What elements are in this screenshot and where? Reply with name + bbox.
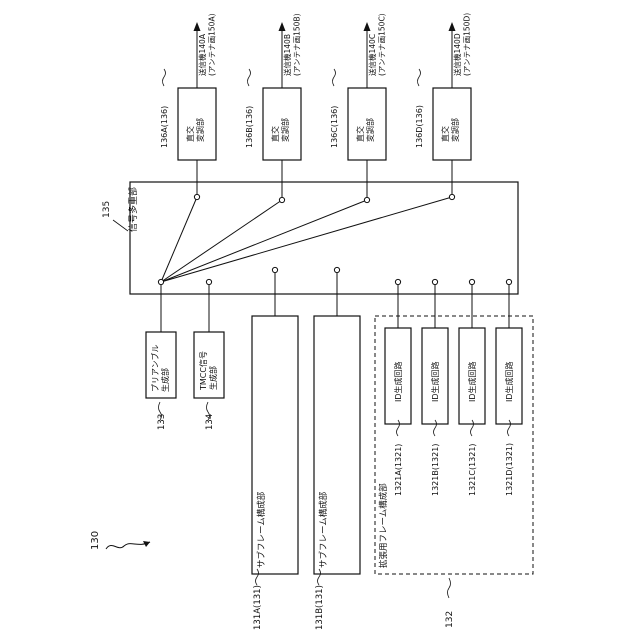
signal-mux-label: 信号多重部 <box>127 187 139 232</box>
modulator-a: 直交変調部 送信機140A(アンテナ画150A) 136A(136) <box>160 13 216 199</box>
tmcc-ref: 134 <box>205 414 215 430</box>
id-circuit-label: ID生成回路 <box>430 361 440 402</box>
modulator-ref: 136A(136) <box>160 106 169 148</box>
id-circuit-c: ID生成回路 1321C(1321) <box>459 279 485 496</box>
subframe-label: サブフレーム構成部 <box>256 491 267 568</box>
subframe-builder-b: サブフレーム構成部 131B(131) <box>314 267 360 630</box>
modulator-port <box>449 194 454 199</box>
ext-frame-ref: 132 <box>445 611 455 628</box>
modulator-c: 直交変調部 送信機140C(アンテナ画150C) 136C(136) <box>330 13 386 202</box>
modulator-b: 直交変調部 送信機140B(アンテナ画150B) 136B(136) <box>245 13 301 202</box>
id-circuit-label: ID生成回路 <box>393 361 403 402</box>
modulator-port <box>194 194 199 199</box>
preamble-generator: 133 プリアンブル生成部 <box>146 279 176 430</box>
id-circuit-ref: 1321B(1321) <box>431 444 440 496</box>
modulator-label: 直交変調部 <box>270 118 290 142</box>
modulator-ref: 136C(136) <box>330 106 339 148</box>
subframe-label: サブフレーム構成部 <box>318 491 329 568</box>
transmitter-label: 送信機140C(アンテナ画150C) <box>367 13 386 76</box>
tmcc-node <box>206 279 211 284</box>
output-arrowhead <box>194 22 201 31</box>
modulator-port <box>364 197 369 202</box>
preamble-label-text: プリアンブル生成部 <box>150 345 170 392</box>
transmitter-label: 送信機140D(アンテナ画150D) <box>452 13 471 76</box>
subframe-port <box>272 267 277 272</box>
subframe-builders: サブフレーム構成部 131A(131) サブフレーム構成部 131B(131) <box>252 267 360 630</box>
figure-ref: 130 <box>90 531 150 550</box>
tmcc-label-text: TMCC信号生成部 <box>198 351 218 391</box>
subframe-port <box>334 267 339 272</box>
id-circuit-ref: 1321D(1321) <box>505 443 514 496</box>
modulator-d: 直交変調部 送信機140D(アンテナ画150D) 136D(136) <box>415 13 471 200</box>
figure-ref-squiggle <box>106 542 150 549</box>
modulator-ref: 136B(136) <box>245 106 254 148</box>
subframe-ref: 131A(131) <box>253 585 263 630</box>
modulator-label: 直交変調部 <box>185 118 205 142</box>
id-circuit-b: ID生成回路 1321B(1321) <box>422 279 448 496</box>
id-circuit-port <box>506 279 511 284</box>
modulator-port <box>279 197 284 202</box>
id-circuits: ID生成回路1321A(1321)ID生成回路1321B(1321)ID生成回路… <box>385 279 522 496</box>
id-circuit-d: ID生成回路 1321D(1321) <box>496 279 522 496</box>
output-arrowhead <box>364 22 371 31</box>
id-circuit-ref: 1321C(1321) <box>468 443 477 496</box>
id-circuit-port <box>395 279 400 284</box>
id-circuit-a: ID生成回路 1321A(1321) <box>385 279 411 496</box>
id-circuit-port <box>432 279 437 284</box>
signal-mux-ref: 135 <box>102 201 112 218</box>
signal-mux-box <box>130 182 518 294</box>
modulator-ref: 136D(136) <box>415 105 424 148</box>
subframe-ref: 131B(131) <box>315 585 325 630</box>
transmitter-label: 送信機140B(アンテナ画150B) <box>282 13 301 76</box>
svg-text:130: 130 <box>90 531 101 550</box>
output-arrowhead <box>449 22 456 31</box>
tmcc-generator: 134 TMCC信号生成部 <box>194 279 224 430</box>
preamble-node <box>158 279 163 284</box>
ext-frame-label: 拡張用フレーム構成部 <box>378 483 389 568</box>
id-circuit-port <box>469 279 474 284</box>
id-circuit-label: ID生成回路 <box>504 361 514 402</box>
id-circuit-label: ID生成回路 <box>467 361 477 402</box>
transmitter-label: 送信機140A(アンテナ画150A) <box>197 13 216 76</box>
modulator-label: 直交変調部 <box>440 118 460 142</box>
preamble-ref: 133 <box>157 414 167 430</box>
modulators: 直交変調部 送信機140A(アンテナ画150A) 136A(136) 直交変調部 送信機… <box>160 13 471 203</box>
modulator-label: 直交変調部 <box>355 118 375 142</box>
id-circuit-ref: 1321A(1321) <box>394 444 403 496</box>
output-arrowhead <box>279 22 286 31</box>
fanout-lines <box>161 197 452 282</box>
subframe-builder-a: サブフレーム構成部 131A(131) <box>252 267 298 630</box>
signal-mux-ref-leader <box>113 220 128 231</box>
